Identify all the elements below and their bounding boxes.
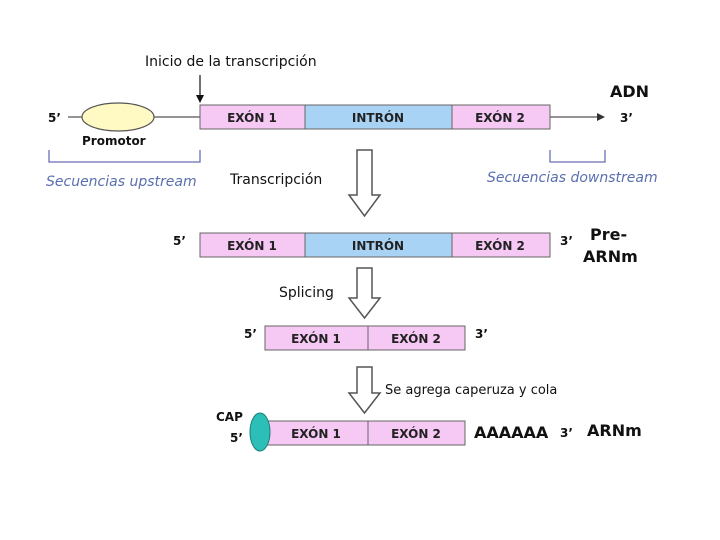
promotor-label: Promotor [82, 134, 146, 148]
cap-tail-arrow [347, 366, 382, 415]
dna-exon1-block [199, 104, 306, 130]
mrna-3prime-label: 3’ [560, 426, 573, 440]
arnm-label: ARNm [587, 421, 642, 440]
dna-exon2-label: EXÓN 2 [475, 110, 525, 125]
upstream-label: Secuencias upstream [46, 174, 197, 190]
dna-exon1-label: EXÓN 1 [227, 110, 277, 125]
premrna-exon1-block [199, 232, 306, 258]
splicing-label: Splicing [279, 285, 334, 301]
inicio-transcripcion-label: Inicio de la transcripción [145, 54, 317, 70]
cap-tail-step-label: Se agrega caperuza y cola [385, 383, 557, 398]
dna-3prime-label: 3’ [620, 111, 633, 125]
splicing-arrow [347, 267, 382, 320]
spliced-exon2-block [367, 325, 466, 351]
dna-intron-label: INTRÓN [352, 110, 404, 125]
spliced-exon2-label: EXÓN 2 [391, 331, 441, 346]
spliced-3prime-label: 3’ [475, 327, 488, 341]
dna-5prime-label: 5’ [48, 111, 61, 125]
premrna-exon1-label: EXÓN 1 [227, 238, 277, 253]
mrna-5prime-label: 5’ [230, 431, 243, 445]
cap-ellipse [249, 412, 271, 452]
transcription-arrow [347, 149, 382, 218]
mrna-exon2-label: EXÓN 2 [391, 426, 441, 441]
mrna-exon1-label: EXÓN 1 [291, 426, 341, 441]
dna-exon2-block [451, 104, 551, 130]
promoter-ellipse [81, 102, 155, 132]
premrna-exon2-label: EXÓN 2 [475, 238, 525, 253]
premrna-3prime-label: 3’ [560, 234, 573, 248]
dna-intron-block [304, 104, 453, 130]
premrna-intron-block [304, 232, 453, 258]
adn-label: ADN [610, 82, 649, 101]
downstream-label: Secuencias downstream [487, 170, 658, 186]
cap-label: CAP [216, 410, 243, 424]
premrna-intron-label: INTRÓN [352, 238, 404, 253]
premrna-5prime-label: 5’ [173, 234, 186, 248]
pre-arnm-label-line2: ARNm [583, 247, 638, 266]
poly-a-tail-label: AAAAAA [474, 423, 549, 442]
transcription-start-arrowhead [196, 95, 204, 103]
pre-arnm-label-line1: Pre- [590, 225, 627, 244]
spliced-exon1-label: EXÓN 1 [291, 331, 341, 346]
downstream-bracket [549, 150, 606, 163]
mrna-exon2-block [367, 420, 466, 446]
transcripcion-label: Transcripción [229, 172, 322, 188]
upstream-bracket [48, 150, 201, 163]
premrna-exon2-block [451, 232, 551, 258]
dna-3prime-arrowhead [597, 113, 605, 121]
spliced-5prime-label: 5’ [244, 327, 257, 341]
